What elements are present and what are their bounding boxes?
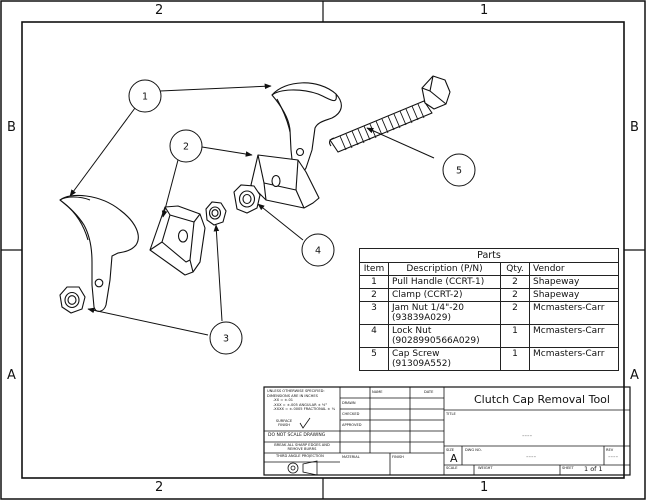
parts-cell-vendor: Mcmasters-Carr [529, 324, 619, 348]
zone-top-1: 1 [480, 3, 489, 18]
parts-cell-item: 2 [359, 288, 389, 302]
dwg-no-label: DWG NO. [465, 448, 482, 452]
balloon-1 [128, 79, 162, 113]
parts-cell-item: 4 [359, 324, 389, 348]
jam-nut-lower [59, 286, 86, 314]
parts-cell-qty: 1 [500, 324, 530, 348]
zone-left-b: B [7, 120, 16, 135]
balloons [128, 79, 476, 355]
title-block: UNLESS OTHERWISE SPECIFIED: DIMENSIONS A… [264, 387, 630, 475]
drawn-label: DRAWN [342, 401, 356, 405]
header-vendor: Vendor [529, 262, 619, 276]
zone-right-a: A [630, 368, 639, 383]
balloon-4 [301, 233, 335, 267]
parts-cell-vendor: Mcmasters-Carr [529, 347, 619, 371]
name-header: NAME [372, 390, 383, 394]
parts-table-title: Parts [359, 248, 619, 263]
surface-finish-symbol [299, 417, 311, 429]
size-label: SIZE [446, 448, 455, 452]
parts-cell-vendor: Shapeway [529, 275, 619, 289]
parts-cell-item: 5 [359, 347, 389, 371]
lock-nut [233, 184, 261, 214]
sheet-label: SHEET [562, 466, 574, 470]
finish-label: FINISH [392, 455, 404, 459]
header-qty: Qty. [500, 262, 530, 276]
zone-top-2: 2 [155, 3, 164, 18]
tolerance-notes: UNLESS OTHERWISE SPECIFIED: DIMENSIONS A… [267, 389, 336, 412]
parts-cell-desc: Cap Screw (91309A552) [388, 347, 501, 371]
parts-cell-desc: Pull Handle (CCRT-1) [388, 275, 501, 289]
checked-label: CHECKED [342, 412, 360, 416]
parts-cell-qty: 2 [500, 288, 530, 302]
zone-bottom-1: 1 [480, 480, 489, 495]
header-item: Item [359, 262, 389, 276]
balloon-1-label: 1 [142, 92, 148, 103]
parts-cell-qty: 2 [500, 275, 530, 289]
weight-label: WEIGHT [478, 466, 493, 470]
balloon-2 [169, 129, 203, 163]
balloon-5-label: 5 [456, 166, 462, 177]
rev-value: ---- [608, 453, 619, 461]
header-description: Description (P/N) [388, 262, 501, 276]
parts-table: Parts Item Description (P/N) Qty. Vendor… [359, 248, 619, 371]
parts-cell-vendor: Mcmasters-Carr [529, 301, 619, 325]
material-label: MATERIAL [342, 455, 360, 459]
balloon-5 [442, 153, 476, 187]
size-value: A [450, 452, 458, 465]
balloon-3-label: 3 [223, 334, 229, 345]
third-angle-label: THIRD ANGLE PROJECTION [276, 454, 324, 458]
sheet-value: 1 of 1 [584, 465, 603, 473]
scale-label: SCALE [446, 466, 458, 470]
parts-cell-item: 3 [359, 301, 389, 325]
title-block-frame [263, 386, 631, 476]
title-placeholder: ---- [522, 432, 533, 440]
do-not-scale: DO NOT SCALE DRAWING [268, 433, 326, 438]
parts-cell-item: 1 [359, 275, 389, 289]
balloon-4-label: 4 [315, 246, 321, 257]
zone-right-b: B [630, 120, 639, 135]
title-label: TITLE [446, 412, 456, 416]
clamp-left [149, 205, 206, 276]
parts-cell-vendor: Shapeway [529, 288, 619, 302]
leader-lines [69, 83, 435, 336]
break-edges-note: BREAK ALL SHARP EDGES AND REMOVE BURRS [274, 443, 330, 451]
date-header: DATE [424, 390, 434, 394]
zone-left-a: A [7, 368, 16, 383]
third-angle-symbol [287, 460, 318, 476]
parts-cell-qty: 1 [500, 347, 530, 371]
cap-screw [329, 75, 451, 153]
pull-handle-upper [271, 82, 342, 174]
pull-handle-lower [59, 194, 139, 312]
parts-cell-desc: Lock Nut (9028990566A029) [388, 324, 501, 348]
jam-nut-middle [205, 201, 227, 226]
rev-label: REV [606, 448, 614, 452]
parts-cell-desc: Clamp (CCRT-2) [388, 288, 501, 302]
balloon-2-label: 2 [183, 142, 189, 153]
surface-finish-label: SURFACE FINISH [275, 419, 293, 428]
dwg-no-value: ---- [526, 453, 537, 461]
zone-bottom-2: 2 [155, 480, 164, 495]
clamp-right [250, 154, 320, 209]
parts-cell-desc: Jam Nut 1/4"-20 (93839A029) [388, 301, 501, 325]
drawing-title: Clutch Cap Removal Tool [474, 393, 610, 406]
parts-cell-qty: 2 [500, 301, 530, 325]
balloon-3 [209, 321, 243, 355]
approved-label: APPROVED [342, 423, 362, 427]
